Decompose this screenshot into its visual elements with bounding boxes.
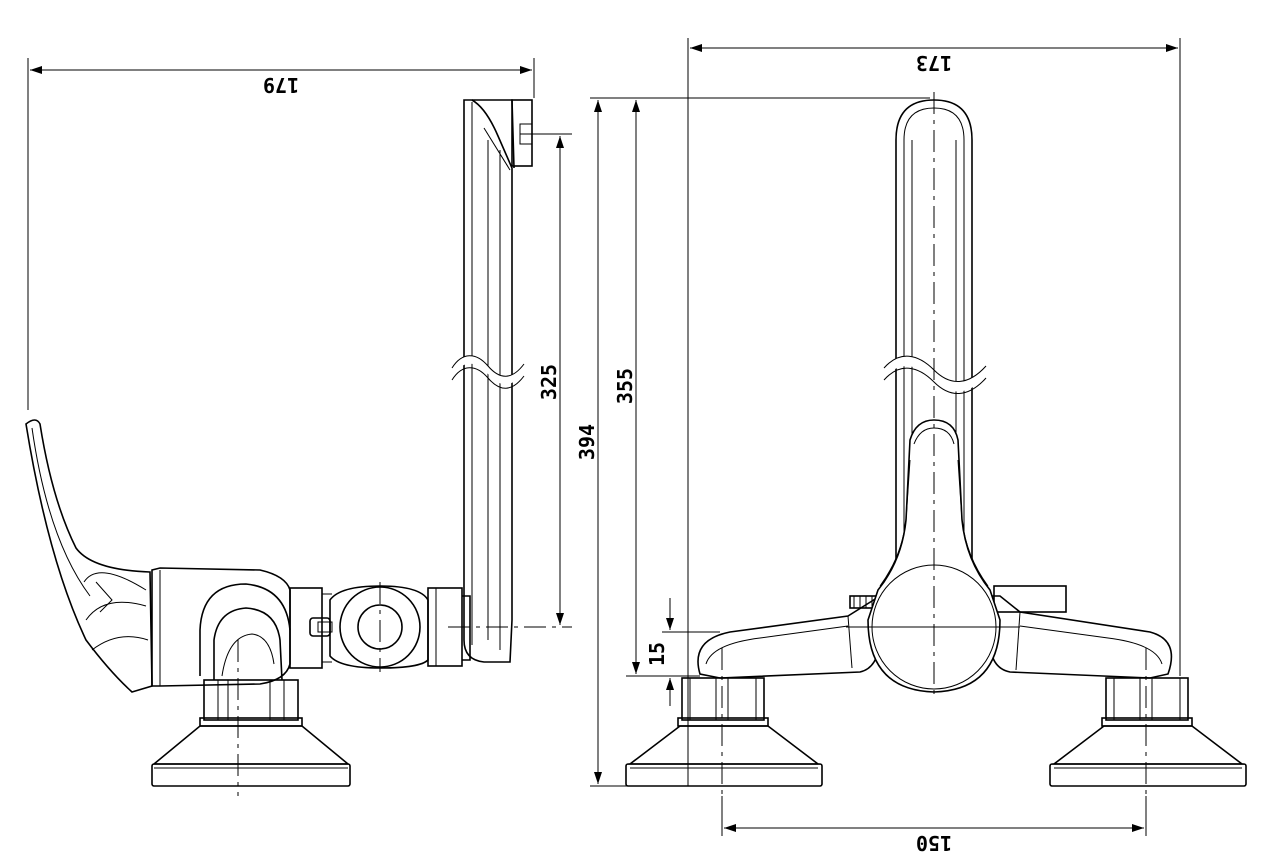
dimension-label-355: 355: [613, 368, 637, 404]
dimension-label-325: 325: [537, 364, 561, 400]
dimension-body-height: 355: [613, 100, 700, 677]
side-base: [151, 640, 351, 796]
dimension-front-width: 173: [687, 38, 1181, 786]
dimension-side-width: 179: [27, 58, 535, 410]
dimension-total-height: 394: [575, 97, 930, 787]
front-body: [697, 92, 1173, 700]
side-view: 179 325: [25, 58, 572, 796]
dimension-center-distance: 150: [721, 796, 1147, 855]
dimension-label-179: 179: [263, 73, 299, 97]
side-spout: [448, 99, 572, 663]
side-body: [151, 567, 333, 687]
side-connector: [329, 582, 471, 672]
front-right-base: [1049, 648, 1247, 796]
dimension-label-150: 150: [916, 831, 952, 855]
dimension-label-15: 15: [645, 642, 669, 666]
dimension-base-offset: 15: [645, 598, 720, 706]
dimension-label-394: 394: [575, 424, 599, 460]
front-left-base: [625, 648, 823, 796]
dimension-label-173: 173: [916, 51, 952, 75]
dimension-spout-height: 325: [537, 136, 564, 625]
front-view: 173 394 355 15: [575, 38, 1247, 855]
side-lever: [25, 419, 153, 693]
